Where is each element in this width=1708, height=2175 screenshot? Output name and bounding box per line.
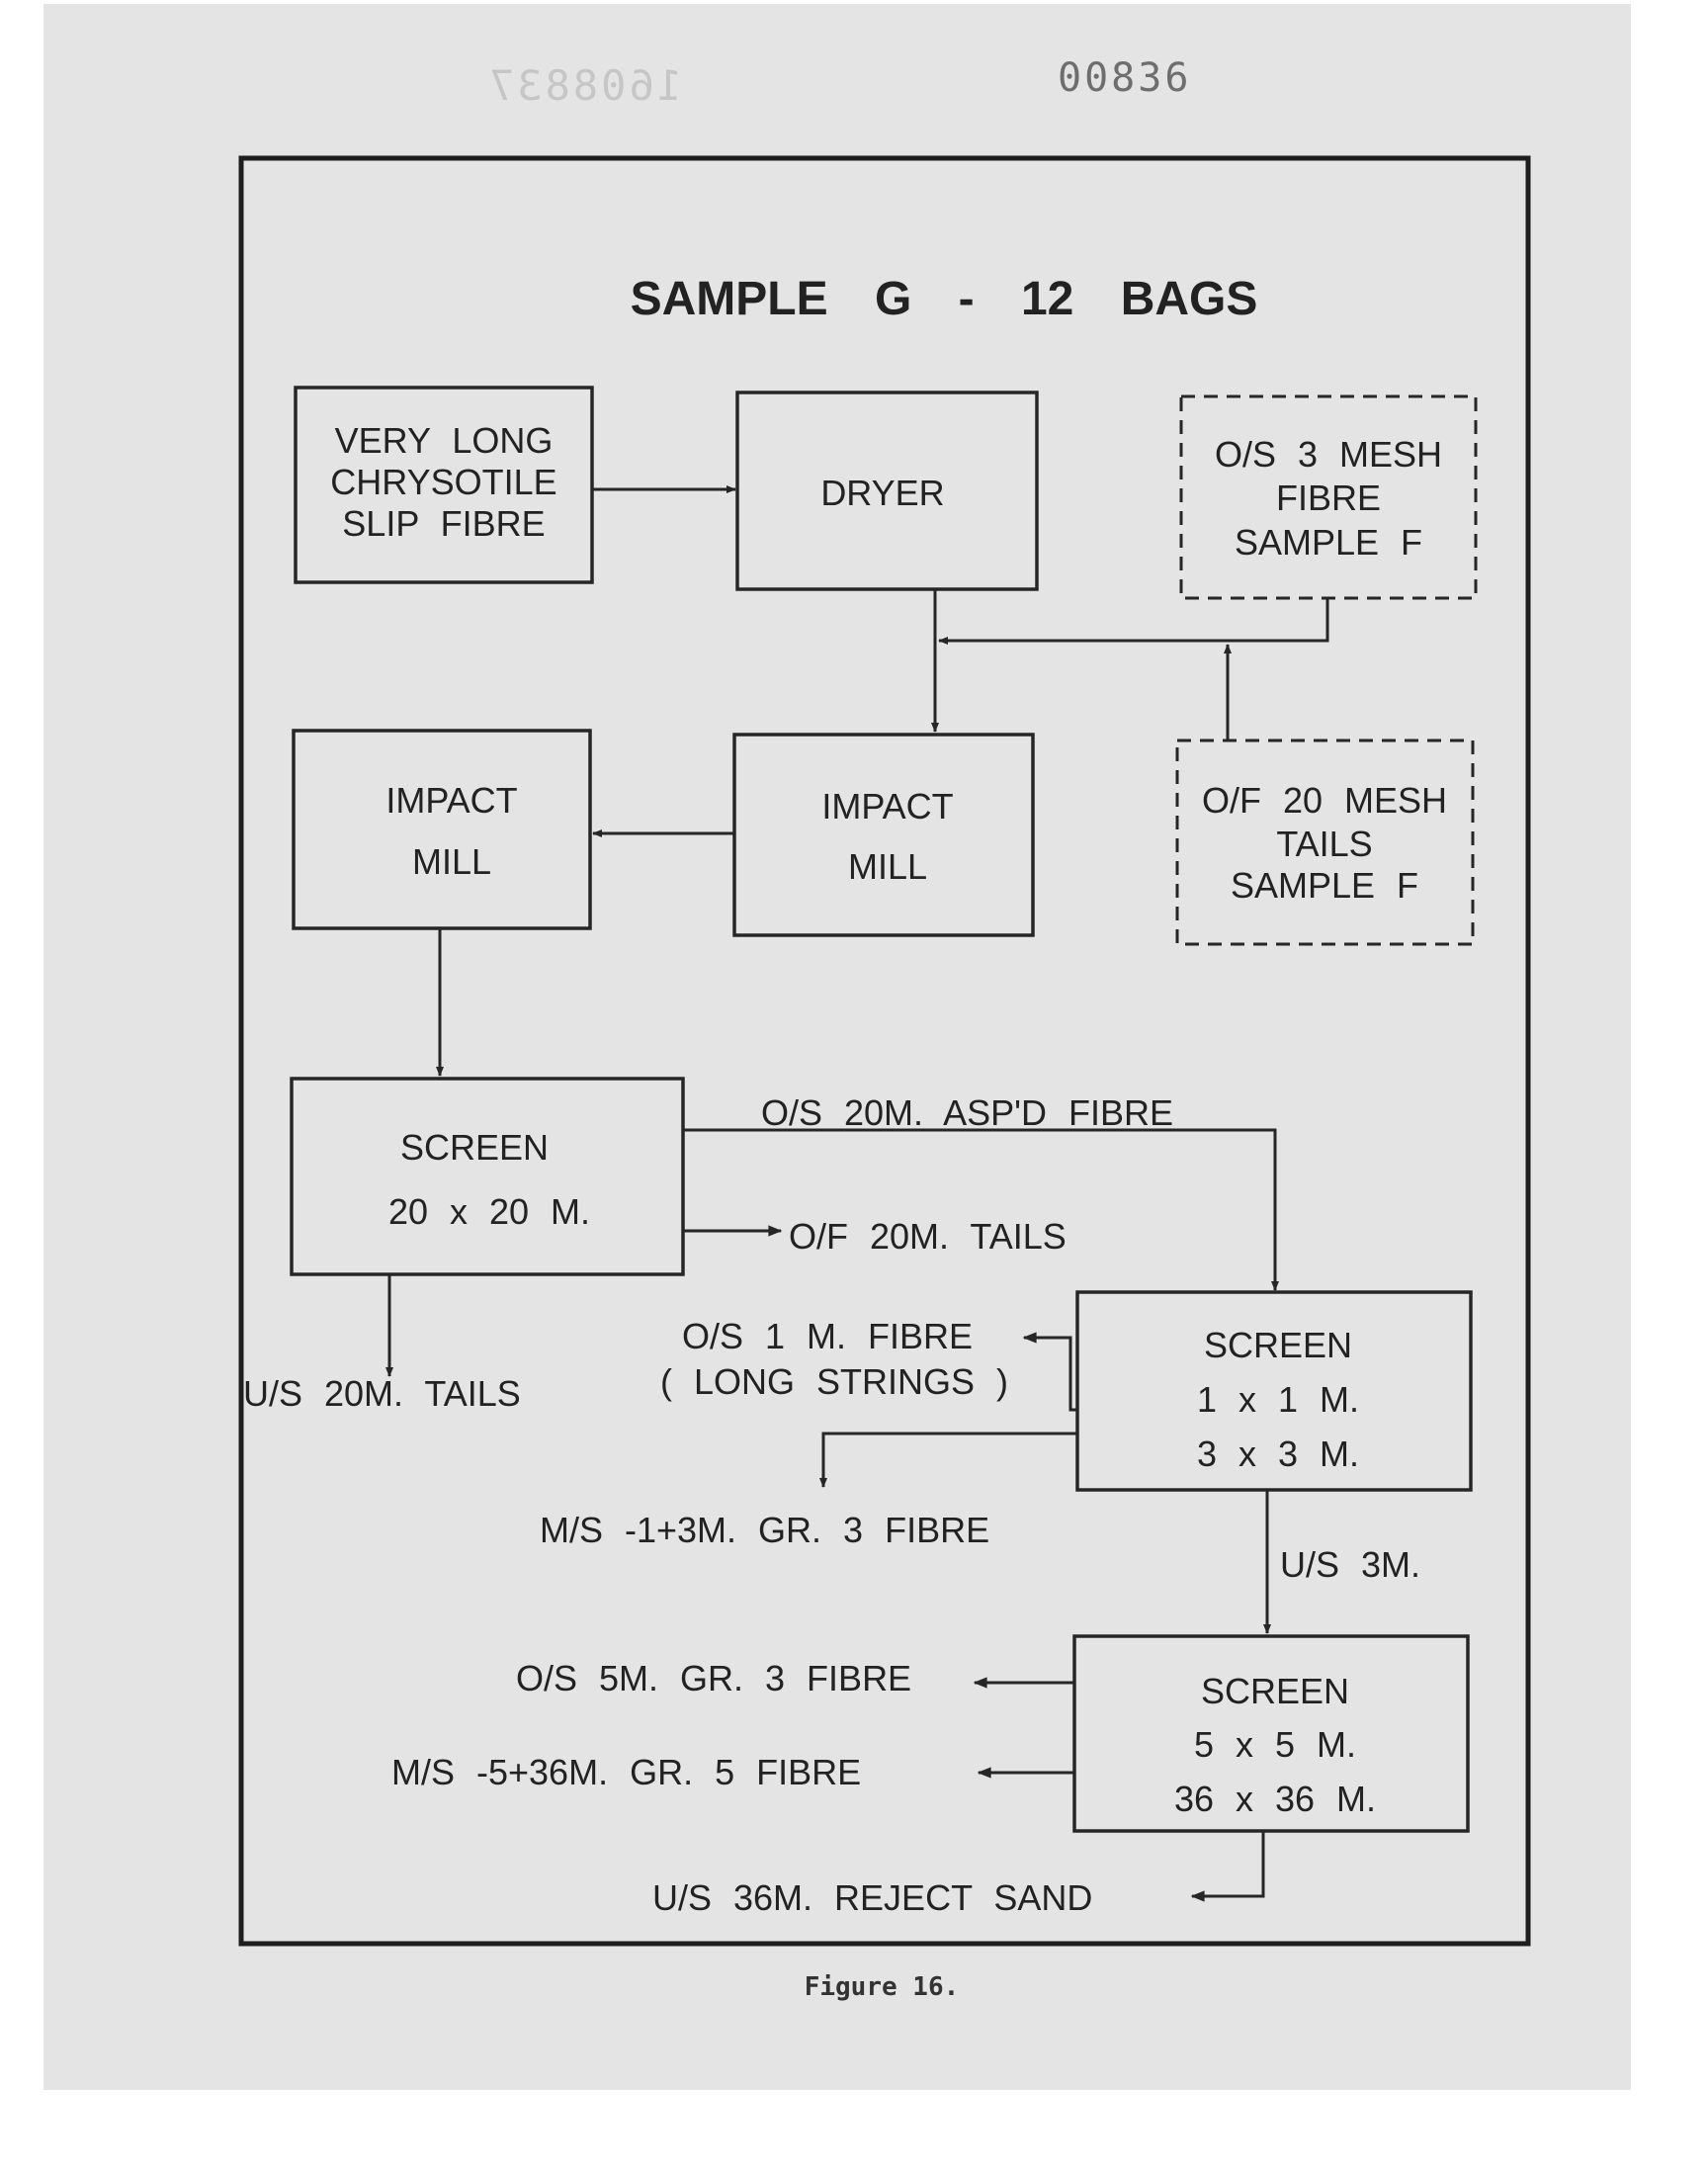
screen-5-36-box — [1072, 1634, 1470, 1833]
label-os-20m-aspd-fibre: O/S 20M. ASP'D FIBRE — [761, 1092, 1173, 1133]
impact-mill-left-line-1: IMPACT — [385, 780, 517, 821]
oversize-3-mesh-line-3: SAMPLE F — [1235, 522, 1422, 563]
dryer-box — [735, 391, 1039, 591]
oversize-3-mesh-line-1: O/S 3 MESH — [1215, 434, 1442, 475]
label-us-3m: U/S 3M. — [1280, 1544, 1420, 1585]
label-ms-1-3m-gr3-fibre: M/S -1+3M. GR. 3 FIBRE — [540, 1510, 989, 1550]
label-long-strings: ( LONG STRINGS ) — [660, 1361, 1008, 1402]
screen-1-3-line-2: 1 x 1 M. — [1197, 1379, 1359, 1420]
overflow-20-mesh-line-3: SAMPLE F — [1231, 865, 1418, 906]
overflow-20-mesh-line-1: O/F 20 MESH — [1202, 780, 1447, 821]
screen-1-3-line-3: 3 x 3 M. — [1197, 1434, 1359, 1474]
feed-box-line-1: VERY LONG — [335, 420, 554, 461]
diagram-title: SAMPLE G - 12 BAGS — [631, 273, 1258, 325]
arrow-oversize-return — [938, 598, 1329, 645]
screen-20-line-2: 20 x 20 M. — [388, 1191, 590, 1232]
screen-20-line-1: SCREEN — [400, 1127, 549, 1168]
label-of-20m-tails: O/F 20M. TAILS — [789, 1216, 1067, 1257]
label-os-1m-fibre: O/S 1 M. FIBRE — [682, 1316, 973, 1356]
arrow-ms-1-3m-fibre — [819, 1432, 1077, 1488]
overflow-20-mesh-line-2: TAILS — [1276, 824, 1372, 864]
impact-mill-right-line-2: MILL — [848, 846, 927, 887]
document-page — [43, 4, 1631, 2090]
impact-mill-left-box — [292, 729, 592, 930]
screen-5-36-line-2: 5 x 5 M. — [1194, 1724, 1356, 1765]
figure-caption: Figure 16. — [805, 1972, 960, 2002]
label-us-20m-tails: U/S 20M. TAILS — [243, 1373, 521, 1414]
oversize-3-mesh-line-2: FIBRE — [1276, 478, 1381, 518]
diagram-frame — [238, 155, 1531, 1947]
label-os-5m-gr3-fibre: O/S 5M. GR. 3 FIBRE — [516, 1658, 911, 1698]
screen-1-3-line-1: SCREEN — [1204, 1325, 1352, 1365]
overflow-20-mesh-sample-box — [1175, 739, 1475, 946]
screen-5-36-line-3: 36 x 36 M. — [1174, 1779, 1376, 1819]
impact-mill-right-line-1: IMPACT — [821, 786, 953, 826]
screen-20-box — [290, 1077, 685, 1276]
document-number: 00836 — [1058, 55, 1192, 101]
feed-box-line-2: CHRYSOTILE — [330, 462, 556, 502]
feed-box — [294, 386, 594, 584]
dryer-box-label: DRYER — [820, 473, 944, 513]
feed-box-line-3: SLIP FIBRE — [342, 503, 545, 544]
arrow-os-20m-to-screen — [683, 1128, 1279, 1291]
screen-5-36-line-1: SCREEN — [1201, 1671, 1349, 1711]
impact-mill-right-box — [732, 733, 1035, 937]
label-us-36m-reject-sand: U/S 36M. REJECT SAND — [652, 1877, 1092, 1918]
arrow-os-1m-fibre — [1022, 1332, 1077, 1412]
arrow-us-36m-reject-sand — [1190, 1831, 1265, 1902]
screen-1-3-box — [1075, 1290, 1473, 1492]
impact-mill-left-line-2: MILL — [412, 841, 491, 882]
label-ms-5-36m-gr5-fibre: M/S -5+36M. GR. 5 FIBRE — [391, 1752, 861, 1792]
